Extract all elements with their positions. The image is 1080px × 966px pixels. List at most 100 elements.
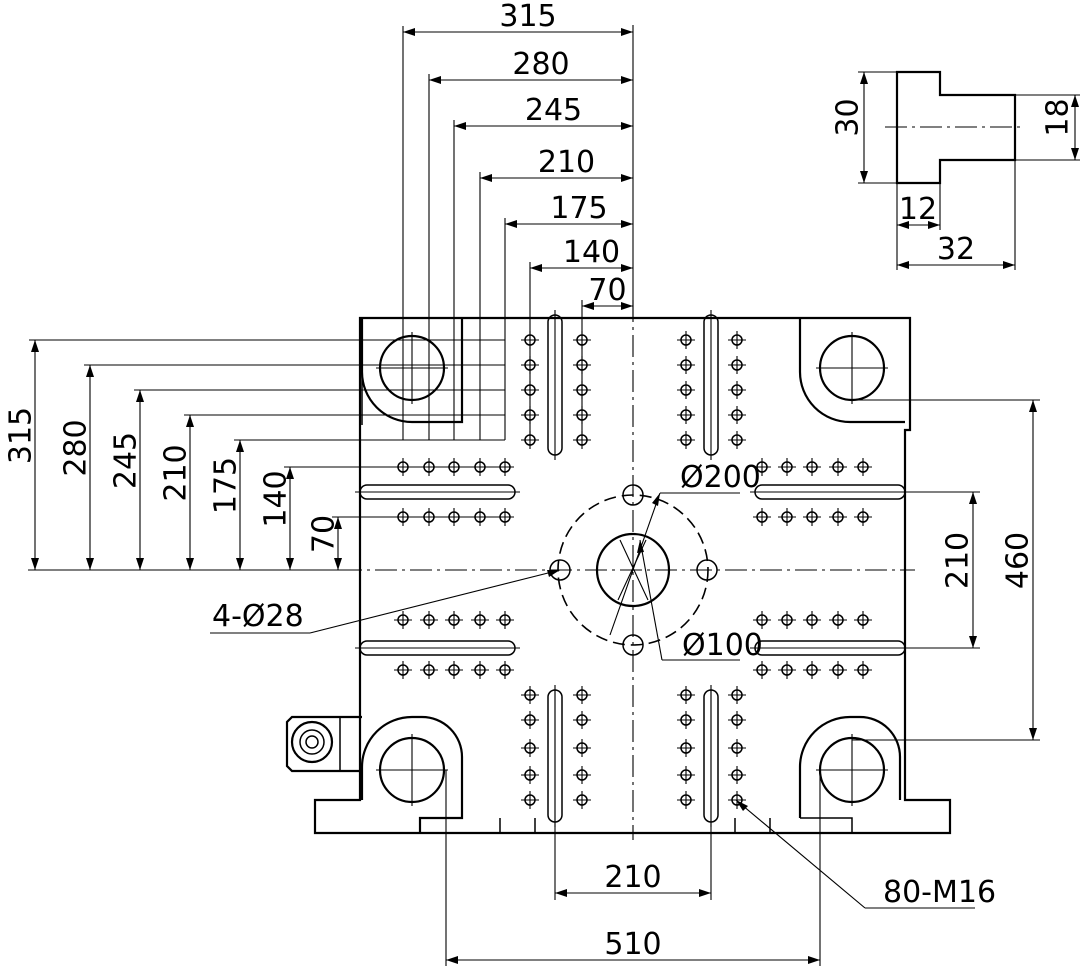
t-slot	[547, 310, 563, 460]
tapped-hole	[778, 661, 796, 679]
callout-holes: 4-Ø28	[212, 599, 304, 634]
dim-left-label: 280	[59, 419, 94, 476]
tapped-hole	[778, 458, 796, 476]
tapped-hole	[394, 611, 412, 629]
dim-left-70: 70	[307, 515, 505, 570]
tapped-hole	[803, 611, 821, 629]
tapped-hole	[496, 661, 514, 679]
tapped-hole	[753, 661, 771, 679]
tapped-hole	[420, 661, 438, 679]
tapped-hole	[753, 611, 771, 629]
dim-left-label: 315	[4, 407, 39, 464]
dim-left-label: 175	[209, 457, 244, 514]
dim-top-label: 175	[550, 191, 607, 226]
tapped-hole	[829, 458, 847, 476]
callout-ring-dia: Ø200	[680, 460, 761, 495]
tapped-hole	[445, 611, 463, 629]
tapped-hole	[728, 331, 746, 349]
dim-top-label: 140	[563, 235, 620, 270]
tapped-hole	[521, 711, 539, 729]
tapped-hole	[728, 711, 746, 729]
dim-top-175: 175	[504, 191, 633, 440]
tapped-hole	[728, 431, 746, 449]
tapped-hole	[829, 661, 847, 679]
tapped-hole	[728, 356, 746, 374]
t-slot	[355, 484, 520, 500]
detail-depth-label: 12	[899, 192, 937, 227]
dim-bottom-overall-label: 510	[604, 927, 661, 962]
detail-overall-label: 32	[937, 232, 975, 267]
tapped-hole	[677, 381, 695, 399]
callouts: Ø200 Ø100 4-Ø28 80-M16	[210, 460, 996, 910]
centerlines	[340, 300, 915, 840]
tapped-hole	[677, 431, 695, 449]
tapped-hole	[778, 508, 796, 526]
tapped-hole	[753, 508, 771, 526]
dim-right-overall-label: 460	[1001, 532, 1036, 589]
dim-right-slot-label: 210	[941, 532, 976, 589]
tapped-hole	[677, 331, 695, 349]
tapped-hole	[854, 611, 872, 629]
tapped-hole	[573, 711, 591, 729]
detail-height-label: 30	[831, 98, 866, 136]
tapped-hole	[573, 791, 591, 809]
tapped-hole	[829, 508, 847, 526]
tapped-hole	[854, 508, 872, 526]
dim-top-70: 70	[581, 273, 633, 440]
dim-top-label: 315	[499, 0, 556, 34]
tapped-hole	[677, 406, 695, 424]
tapped-hole	[854, 458, 872, 476]
dim-top-140: 140	[529, 235, 633, 440]
tapped-hole	[573, 766, 591, 784]
dim-top-label: 210	[538, 145, 595, 180]
dim-top-label: 245	[525, 93, 582, 128]
dim-left-315: 315	[4, 339, 505, 570]
tapped-hole	[677, 356, 695, 374]
dim-left-label: 210	[159, 444, 194, 501]
tapped-hole	[521, 739, 539, 757]
right-dimensions: 210 460	[760, 399, 1040, 741]
t-slot	[355, 640, 520, 656]
dim-left-245: 245	[109, 389, 505, 570]
tapped-hole	[728, 739, 746, 757]
tapped-hole	[471, 661, 489, 679]
tapped-hole	[677, 766, 695, 784]
dim-left-label: 245	[109, 432, 144, 489]
bottom-dimensions: 210 510	[445, 690, 821, 966]
tapped-hole	[573, 739, 591, 757]
platen-outline	[285, 316, 952, 835]
dim-left-210: 210	[159, 414, 505, 570]
tapped-hole	[728, 406, 746, 424]
dim-top-280: 280	[428, 47, 633, 440]
callout-bore-dia: Ø100	[682, 628, 763, 663]
tapped-hole	[420, 611, 438, 629]
tapped-hole	[573, 686, 591, 704]
tapped-hole	[677, 711, 695, 729]
t-slot	[703, 310, 719, 460]
tapped-hole	[728, 686, 746, 704]
tapped-hole	[728, 766, 746, 784]
slot-detail: 30 18 12 32	[831, 70, 1080, 270]
tapped-hole	[728, 381, 746, 399]
tapped-hole	[753, 458, 771, 476]
tapped-hole	[521, 686, 539, 704]
tapped-hole	[445, 661, 463, 679]
tapped-hole	[677, 739, 695, 757]
dim-left-140: 140	[259, 466, 505, 570]
tapped-hole	[803, 508, 821, 526]
dim-top-245: 245	[453, 93, 633, 440]
dim-left-175: 175	[209, 439, 505, 570]
dim-bottom-slot-label: 210	[604, 860, 661, 895]
tapped-hole	[778, 611, 796, 629]
detail-width-label: 18	[1041, 98, 1076, 136]
tapped-hole	[521, 791, 539, 809]
tapped-hole	[803, 661, 821, 679]
dim-top-label: 70	[588, 273, 626, 308]
dim-left-label: 70	[307, 515, 342, 553]
tapped-hole	[394, 661, 412, 679]
dim-top-label: 280	[512, 47, 569, 82]
dim-top-210: 210	[479, 145, 633, 440]
